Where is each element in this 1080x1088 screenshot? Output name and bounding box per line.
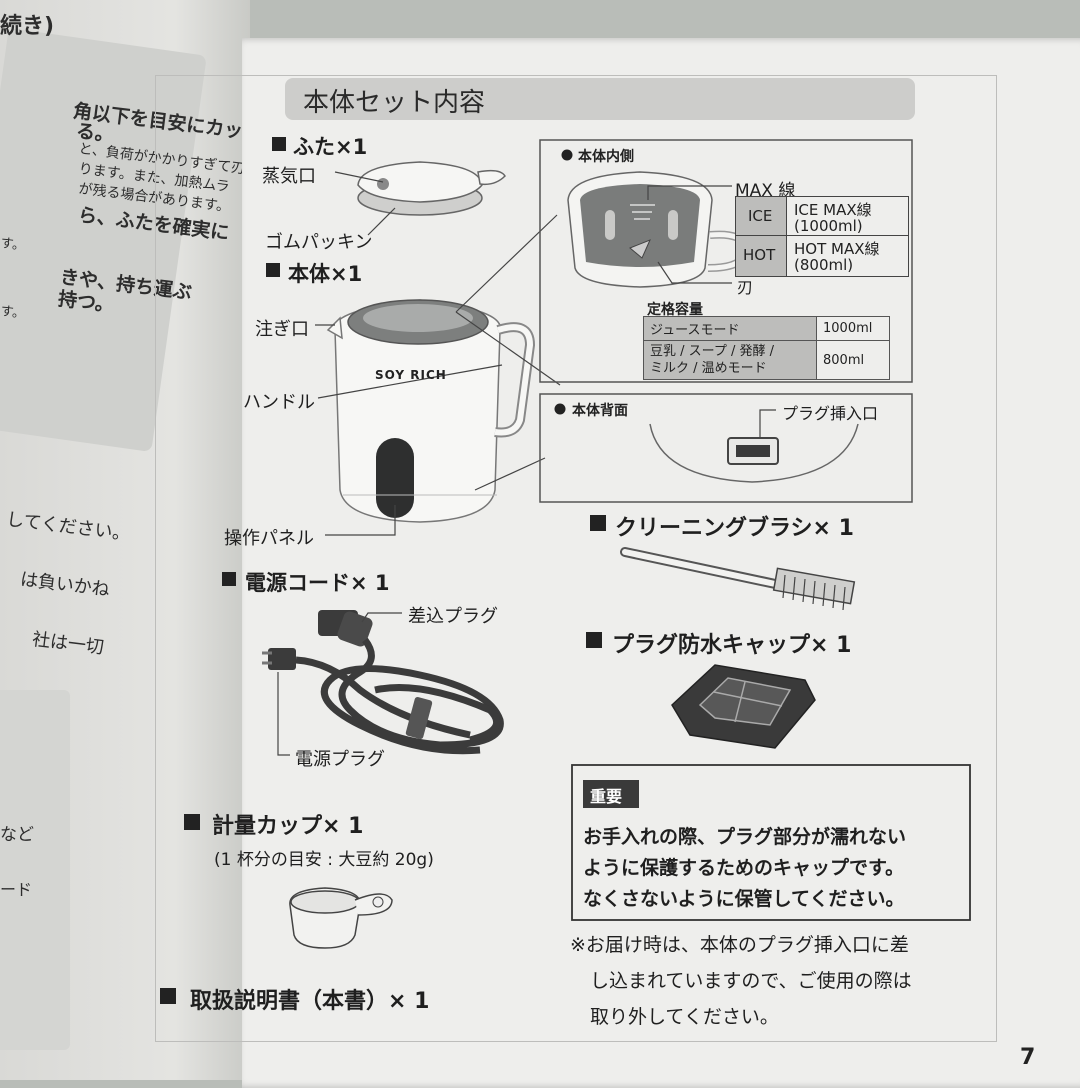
manual-heading: 取扱説明書（本書）× 1 xyxy=(190,989,430,1014)
capacity-value: 1000ml xyxy=(816,316,890,341)
footnote-line: 取り外してください。 xyxy=(590,1006,779,1028)
power-plug-label: 電源プラグ xyxy=(295,749,385,770)
table-row: ジュースモード 1000ml xyxy=(643,316,890,341)
rated-capacity-label: 定格容量 xyxy=(647,302,703,318)
blade-label: 刃 xyxy=(737,278,754,297)
inlet-plug-label: 差込プラグ xyxy=(408,606,498,627)
kettle-illustration xyxy=(326,299,536,523)
spout-label: 注ぎ口 xyxy=(255,319,309,340)
body-heading: 本体×1 xyxy=(288,262,363,286)
control-panel-label: 操作パネル xyxy=(224,528,314,549)
ice-max-box: ICE ICE MAX線 (1000ml) xyxy=(735,196,909,238)
handle-label: ハンドル xyxy=(243,392,315,413)
waterproof-cap-illustration xyxy=(671,664,816,749)
hot-label: HOT xyxy=(743,246,776,264)
capacity-value: 800ml xyxy=(816,340,890,380)
measuring-cup-illustration xyxy=(289,887,393,949)
content-frame xyxy=(155,75,997,1042)
lid-heading: ふた×1 xyxy=(293,135,368,159)
left-page-lower-box xyxy=(0,690,70,1050)
important-line: お手入れの際、プラグ部分が濡れない xyxy=(583,826,907,848)
important-badge: 重要 xyxy=(590,787,623,806)
left-page-header: 続き) xyxy=(0,14,55,39)
left-page: 続き) 角以下を目安にカッ る。 と、負荷がかかりすぎて刃 ります。また、加熱ム… xyxy=(0,0,250,1080)
left-line: ード xyxy=(0,880,33,899)
page-title: 本体セット内容 xyxy=(303,88,486,118)
measuring-cup-heading: 計量カップ× 1 xyxy=(212,814,364,839)
inside-heading: 本体内側 xyxy=(578,149,634,165)
capacity-mode-line: ミルク / 温めモード xyxy=(650,361,767,376)
important-line: ように保護するためのキャップです。 xyxy=(583,857,905,879)
brush-heading: クリーニングブラシ× 1 xyxy=(615,516,854,541)
back-heading: 本体背面 xyxy=(572,403,628,419)
capacity-mode: ジュースモード xyxy=(643,316,817,341)
important-line: なくさないように保管してください。 xyxy=(583,888,905,910)
power-cord-illustration xyxy=(262,610,504,755)
ice-label: ICE xyxy=(748,207,773,225)
hot-desc: HOT MAX線 xyxy=(794,240,880,258)
cap-heading: プラグ防水キャップ× 1 xyxy=(612,633,852,658)
left-line: など xyxy=(0,825,34,845)
hot-desc: (800ml) xyxy=(794,256,854,274)
table-row: 豆乳 / スープ / 発酵 / ミルク / 温めモード 800ml xyxy=(643,340,890,380)
ice-desc: (1000ml) xyxy=(794,217,863,235)
footnote-line: し込まれていますので、ご使用の際は xyxy=(590,970,912,992)
cord-heading: 電源コード× 1 xyxy=(245,571,390,595)
gasket-label: ゴムパッキン xyxy=(265,232,373,253)
capacity-mode: 豆乳 / スープ / 発酵 / ミルク / 温めモード xyxy=(643,340,817,380)
page-number: 7 xyxy=(1020,1045,1036,1070)
inner-pot-illustration xyxy=(567,171,750,288)
capacity-mode-line: 豆乳 / スープ / 発酵 / xyxy=(650,344,775,359)
plug-port-label: プラグ挿入口 xyxy=(782,404,879,423)
steam-port-label: 蒸気口 xyxy=(262,166,316,187)
brand-logo: SOY RICH xyxy=(375,368,447,382)
cleaning-brush-illustration xyxy=(620,547,856,611)
lid-illustration xyxy=(357,161,506,216)
measuring-cup-note: (1 杯分の目安 : 大豆約 20g) xyxy=(214,850,434,870)
title-bar: 本体セット内容 xyxy=(285,78,915,120)
footnote-line: ※お届け時は、本体のプラグ挿入口に差 xyxy=(570,934,909,956)
ice-desc: ICE MAX線 xyxy=(794,201,872,219)
capacity-table: ジュースモード 1000ml 豆乳 / スープ / 発酵 / ミルク / 温めモ… xyxy=(643,316,890,380)
hot-max-box: HOT HOT MAX線 (800ml) xyxy=(735,235,909,277)
